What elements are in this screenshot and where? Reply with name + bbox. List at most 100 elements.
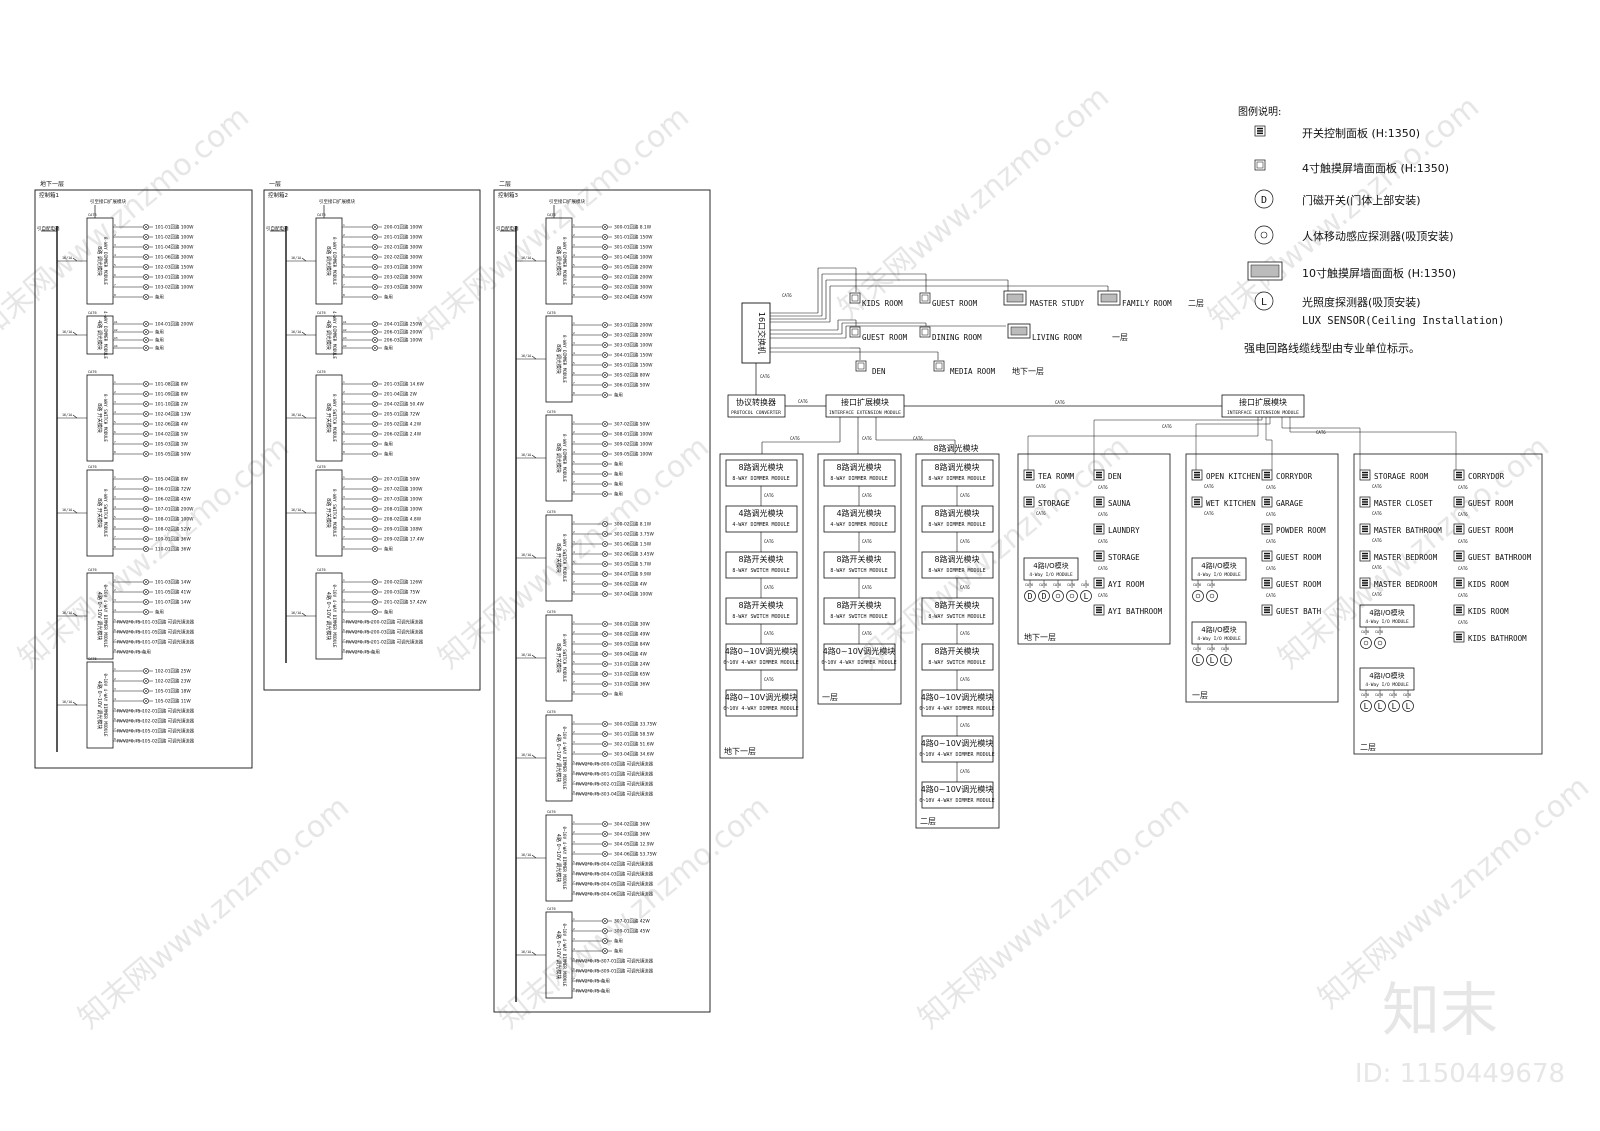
- terminal-number: 7: [114, 440, 116, 444]
- icon-key: [1456, 501, 1462, 503]
- cat6-label: CAT6: [88, 213, 97, 217]
- circuit-label: 309-01回路 45W: [614, 928, 650, 935]
- icon-key: [1194, 476, 1200, 479]
- cabinet-outline: [817, 453, 902, 705]
- cat6-label: CAT6: [1221, 647, 1229, 651]
- cat6-label: CAT6: [547, 810, 556, 814]
- circuit-label: 205-01回路 72W: [384, 411, 420, 418]
- lamp-icon: [372, 345, 378, 351]
- terminal-number: 7: [114, 283, 116, 287]
- cat6-label: CAT6: [760, 374, 770, 379]
- circuit-label: 302-01回路 200W: [614, 274, 653, 281]
- legend-item-label: 人体移动感应探测器(吸顶安装): [1302, 229, 1454, 243]
- terminal-number: 7: [343, 283, 345, 287]
- circuit-label: 204-01回路 250W: [384, 321, 423, 328]
- switch-panel-icon: [1453, 577, 1465, 589]
- cabinet-module-box: [823, 643, 896, 671]
- cat6-label: CAT6: [88, 370, 97, 374]
- icon-key: [1456, 633, 1462, 636]
- circuit-label: 备用: [614, 938, 623, 945]
- lamp-cross: [603, 652, 607, 656]
- icon-key: [1456, 611, 1462, 614]
- circuit-label: 303-04回路 34.6W: [614, 751, 655, 758]
- motion-sensor-inner: [1377, 640, 1383, 646]
- terminal-number: 1: [114, 380, 116, 384]
- zone-room-label: GUEST ROOM: [1468, 526, 1514, 535]
- terminal-number: 3: [114, 243, 116, 247]
- terminal-number: 3: [573, 440, 575, 444]
- circuit-label: 303-02回路 200W: [614, 332, 653, 339]
- icon-frame: [933, 360, 945, 372]
- terminal-number: 6: [114, 273, 116, 277]
- module-label-cn: 8路 调光模块: [555, 344, 562, 374]
- touch-panel-4in-icon: [933, 360, 945, 372]
- cabinet-module-en: 4-WAY DIMMER MODULE: [830, 522, 887, 528]
- extension-label: 引至接口扩展模块: [319, 198, 355, 205]
- icon-screen: [1250, 264, 1280, 278]
- lamp-icon: [602, 431, 608, 437]
- zone-room-label: STORAGE: [1038, 499, 1070, 508]
- lamp-cross: [373, 295, 377, 299]
- switch-panel-icon: [1453, 469, 1465, 481]
- icon-key: [1194, 498, 1200, 501]
- icon-key: [1026, 476, 1032, 479]
- module-label-en: 8-WAY DIMMER MODULE: [562, 434, 567, 482]
- lamp-icon: [602, 751, 608, 757]
- cat6-label: CAT6: [1053, 583, 1061, 587]
- zone-floor-label: 二层: [1360, 743, 1376, 752]
- cabinet-module-box: [725, 551, 798, 579]
- floor-label: 一层: [1112, 333, 1128, 342]
- circuit-label: 207-02回路 100W: [384, 486, 423, 493]
- cabinet-module-box: [725, 459, 798, 487]
- cat6-label: CAT6: [960, 539, 970, 544]
- cabinet-module-en: 0~10V 4-WAY DIMMER MODULE: [723, 660, 798, 666]
- terminal-number: 6: [114, 525, 116, 529]
- lamp-cross: [603, 562, 607, 566]
- lamp-icon: [143, 496, 149, 502]
- lamp-cross: [144, 537, 148, 541]
- switch-panel-icon: [1261, 523, 1273, 535]
- lamp-icon: [372, 321, 378, 327]
- cabinet-module-box: [921, 643, 994, 671]
- lamp-icon: [372, 381, 378, 387]
- lamp-icon: [143, 391, 149, 397]
- cat6-label: CAT6: [960, 585, 970, 590]
- icon-key: [1456, 525, 1462, 528]
- motion-sensor-inner: [1195, 593, 1201, 599]
- lamp-cross: [373, 547, 377, 551]
- module-label-en: 8-WAY SWITCH MODULE: [332, 394, 337, 442]
- terminal-number: 6: [573, 371, 575, 375]
- circuit-label: 202-01回路 300W: [384, 244, 423, 251]
- terminal-number: 8: [573, 890, 575, 894]
- zone-room-label: STORAGE ROOM: [1374, 472, 1429, 481]
- circuit-label: 103-02回路 100W: [155, 284, 194, 291]
- lamp-cross: [144, 412, 148, 416]
- icon-key: [1096, 503, 1102, 506]
- circuit-label: 101-07回路 14W: [155, 599, 191, 606]
- circuit-label: 303-01回路 200W: [614, 322, 653, 329]
- sensor-icon: [1066, 590, 1078, 602]
- lamp-icon: [372, 579, 378, 585]
- zone-outline: [1185, 453, 1339, 703]
- cat6-label: CAT6: [1316, 430, 1326, 435]
- module-label-en: 8-WAY SWITCH MODULE: [562, 634, 567, 682]
- switch-panel-icon: [1093, 469, 1105, 481]
- sensor-icon: [1220, 654, 1232, 666]
- circuit-label: 310-03回路 36W: [614, 681, 650, 688]
- breaker-switch: [531, 355, 537, 360]
- terminal-number: 7: [573, 680, 575, 684]
- circuit-label: 208-01回路 100W: [384, 506, 423, 513]
- touch-panel-4in-icon: [849, 292, 861, 304]
- lamp-cross: [603, 682, 607, 686]
- circuit-label: 备用: [614, 392, 623, 399]
- terminal-number: 3: [343, 400, 345, 404]
- terminal-number: 6: [343, 525, 345, 529]
- lamp-cross: [144, 330, 148, 334]
- breaker-switch: [531, 554, 537, 559]
- legend-title: 图例说明:: [1238, 105, 1281, 118]
- icon-key: [1096, 552, 1102, 555]
- circuit-label: 309-02回路 100W: [614, 441, 653, 448]
- cat6-label: CAT6: [764, 493, 774, 498]
- zone-room-label: MASTER BEDROOM: [1374, 580, 1438, 589]
